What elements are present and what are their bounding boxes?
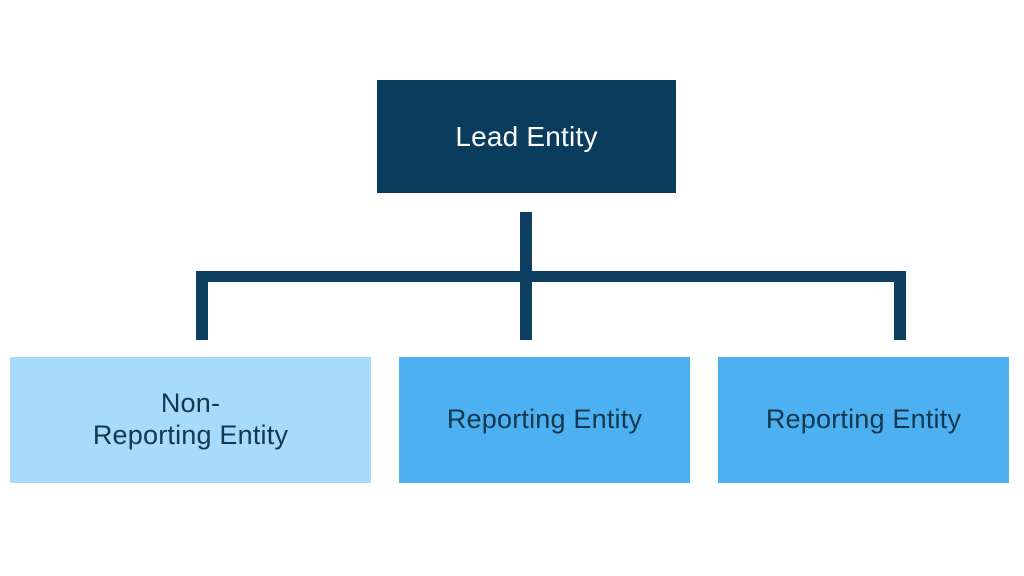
connector-root-stem (520, 212, 532, 282)
node-non-reporting-entity-label-line2: Reporting Entity (92, 420, 289, 450)
node-lead-entity-label: Lead Entity (455, 120, 598, 152)
node-non-reporting-entity-label: Non-Reporting Entity (83, 388, 298, 452)
node-lead-entity[interactable]: Lead Entity (377, 80, 676, 193)
connector-drop-center (520, 271, 532, 340)
node-reporting-entity-1-label: Reporting Entity (446, 404, 643, 435)
connector-drop-right (894, 271, 906, 340)
node-non-reporting-entity-label-line1: Non- (160, 388, 221, 419)
node-non-reporting-entity[interactable]: Non-Reporting Entity (10, 357, 371, 483)
node-reporting-entity-2[interactable]: Reporting Entity (718, 357, 1009, 483)
node-reporting-entity-1[interactable]: Reporting Entity (399, 357, 690, 483)
node-reporting-entity-2-label: Reporting Entity (765, 404, 962, 435)
connector-drop-left (196, 271, 208, 340)
connector-horizontal-bus (196, 271, 906, 282)
